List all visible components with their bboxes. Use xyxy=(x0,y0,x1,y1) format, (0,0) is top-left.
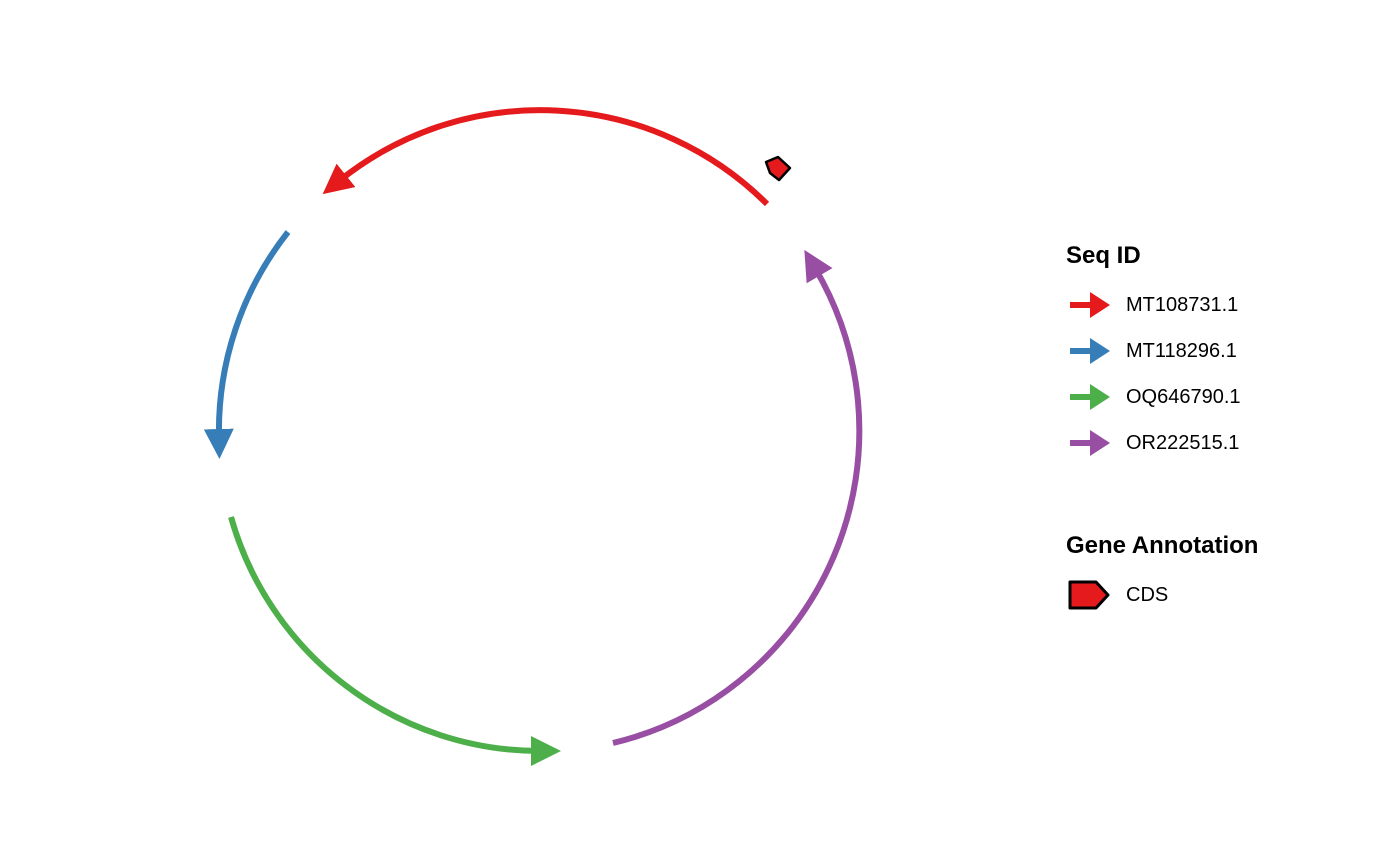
legend-item-mt108731: MT108731.1 xyxy=(1066,282,1241,328)
arc-oq646790 xyxy=(228,516,561,766)
legend-seq-id: Seq ID MT108731.1 MT118296.1 OQ646790.1 … xyxy=(1066,242,1241,466)
arrow-blue-icon xyxy=(1070,338,1110,364)
arrow-green-icon xyxy=(1070,384,1110,410)
legend-item-or222515: OR222515.1 xyxy=(1066,420,1241,466)
legend-label: OQ646790.1 xyxy=(1126,385,1241,408)
cds-feature-icon xyxy=(1068,580,1110,610)
legend-item-oq646790: OQ646790.1 xyxy=(1066,374,1241,420)
legend-label: OR222515.1 xyxy=(1126,431,1240,454)
arrow-purple-icon xyxy=(1070,430,1110,456)
arc-or222515 xyxy=(612,249,863,746)
legend-label: MT118296.1 xyxy=(1126,339,1237,362)
arc-mt118296 xyxy=(203,230,291,459)
legend-gene-annotation: Gene Annotation CDS xyxy=(1066,532,1258,618)
legend-item-mt118296: MT118296.1 xyxy=(1066,328,1241,374)
cds-annotation-marker xyxy=(764,155,792,182)
legend-label: CDS xyxy=(1126,583,1169,606)
legend-item-cds: CDS xyxy=(1066,572,1258,618)
legend-title: Seq ID xyxy=(1066,242,1141,269)
arrow-red-icon xyxy=(1070,292,1110,318)
legend-label: MT108731.1 xyxy=(1126,293,1239,316)
legend-title: Gene Annotation xyxy=(1066,532,1259,559)
arc-mt108731 xyxy=(322,107,770,207)
